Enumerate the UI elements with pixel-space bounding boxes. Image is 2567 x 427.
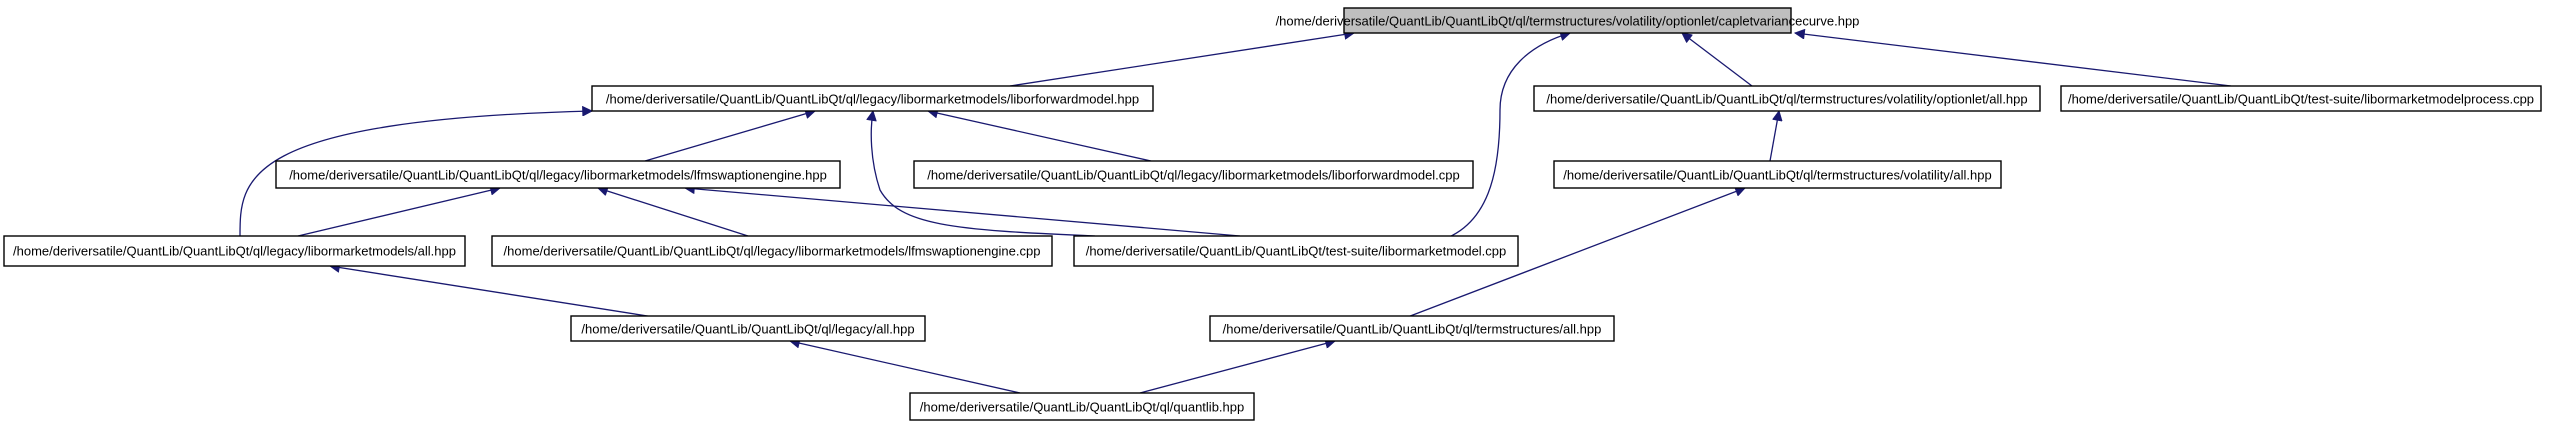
node-libormarketmodelprocess-cpp[interactable]: /home/deriversatile/QuantLib/QuantLibQt/… [2060, 85, 2542, 112]
edge-test-libormarketmodel-to-lfmswaptionengine-hpp [685, 188, 1241, 237]
node-capletvariancecurve-hpp[interactable]: /home/deriversatile/QuantLib/QuantLibQt/… [1276, 7, 1860, 34]
node-label: /home/deriversatile/QuantLib/QuantLibQt/… [504, 244, 1041, 259]
node-label: /home/deriversatile/QuantLib/QuantLibQt/… [1546, 92, 2027, 107]
edge-legacy-all-to-libormarketmodels-all [330, 266, 661, 319]
node-label: /home/deriversatile/QuantLib/QuantLibQt/… [606, 92, 1139, 107]
edge-quantlib-to-termstructures-all [1139, 341, 1335, 394]
edge-liborforwardmodel-cpp-to-liborforwardmodel-hpp [928, 111, 1152, 162]
node-label: /home/deriversatile/QuantLib/QuantLibQt/… [1276, 14, 1860, 29]
edge-liborforwardmodel-hpp-to-capletvariancecurve [1009, 33, 1354, 87]
edge-libormarketmodels-all-to-liborforwardmodel-hpp [239, 111, 592, 237]
node-optionlet-all-hpp[interactable]: /home/deriversatile/QuantLib/QuantLibQt/… [1533, 85, 2041, 112]
edge-libormarketmodels-all-to-lfmswaptionengine-hpp [297, 188, 500, 237]
node-volatility-all-hpp[interactable]: /home/deriversatile/QuantLib/QuantLibQt/… [1553, 160, 2002, 189]
node-liborforwardmodel-hpp[interactable]: /home/deriversatile/QuantLib/QuantLibQt/… [591, 85, 1154, 112]
edge-optionlet-all-to-capletvariancecurve [1682, 33, 1753, 87]
edge-test-libormarketmodel-to-liborforwardmodel-hpp [871, 111, 1096, 237]
node-lfmswaptionengine-hpp[interactable]: /home/deriversatile/QuantLib/QuantLibQt/… [275, 160, 841, 189]
node-quantlib-hpp[interactable]: /home/deriversatile/QuantLib/QuantLibQt/… [909, 392, 1255, 421]
node-label: /home/deriversatile/QuantLib/QuantLibQt/… [1086, 244, 1507, 259]
node-label: /home/deriversatile/QuantLib/QuantLibQt/… [289, 168, 827, 183]
node-test-libormarketmodel-cpp[interactable]: /home/deriversatile/QuantLib/QuantLibQt/… [1073, 235, 1519, 267]
dependency-edges [239, 33, 2232, 394]
edge-libormarketmodelprocess-to-capletvariancecurve [1795, 33, 2232, 87]
node-label: /home/deriversatile/QuantLib/QuantLibQt/… [13, 244, 456, 259]
node-lfmswaptionengine-cpp[interactable]: /home/deriversatile/QuantLib/QuantLibQt/… [491, 235, 1053, 267]
node-label: /home/deriversatile/QuantLib/QuantLibQt/… [927, 168, 1460, 183]
node-label: /home/deriversatile/QuantLib/QuantLibQt/… [1563, 168, 1991, 183]
node-label: /home/deriversatile/QuantLib/QuantLibQt/… [2068, 92, 2534, 107]
edge-lfmswaptionengine-hpp-to-liborforwardmodel-hpp [644, 111, 815, 162]
edge-termstructures-all-to-volatility-all [1404, 188, 1745, 319]
node-liborforwardmodel-cpp[interactable]: /home/deriversatile/QuantLib/QuantLibQt/… [913, 160, 1474, 189]
node-legacy-all-hpp[interactable]: /home/deriversatile/QuantLib/QuantLibQt/… [570, 315, 926, 342]
edge-quantlib-to-legacy-all [790, 341, 1021, 394]
edge-volatility-all-to-optionlet-all [1769, 111, 1779, 162]
edge-lfmswaptionengine-cpp-to-lfmswaptionengine-hpp [598, 188, 749, 237]
node-label: /home/deriversatile/QuantLib/QuantLibQt/… [920, 400, 1244, 415]
node-label: /home/deriversatile/QuantLib/QuantLibQt/… [581, 322, 914, 337]
node-termstructures-all-hpp[interactable]: /home/deriversatile/QuantLib/QuantLibQt/… [1209, 315, 1615, 342]
node-libormarketmodels-all-hpp[interactable]: /home/deriversatile/QuantLib/QuantLibQt/… [3, 235, 466, 267]
node-label: /home/deriversatile/QuantLib/QuantLibQt/… [1223, 322, 1602, 337]
file-nodes: /home/deriversatile/QuantLib/QuantLibQt/… [3, 7, 2542, 421]
edge-test-libormarketmodel-to-capletvariancecurve [1434, 33, 1570, 243]
